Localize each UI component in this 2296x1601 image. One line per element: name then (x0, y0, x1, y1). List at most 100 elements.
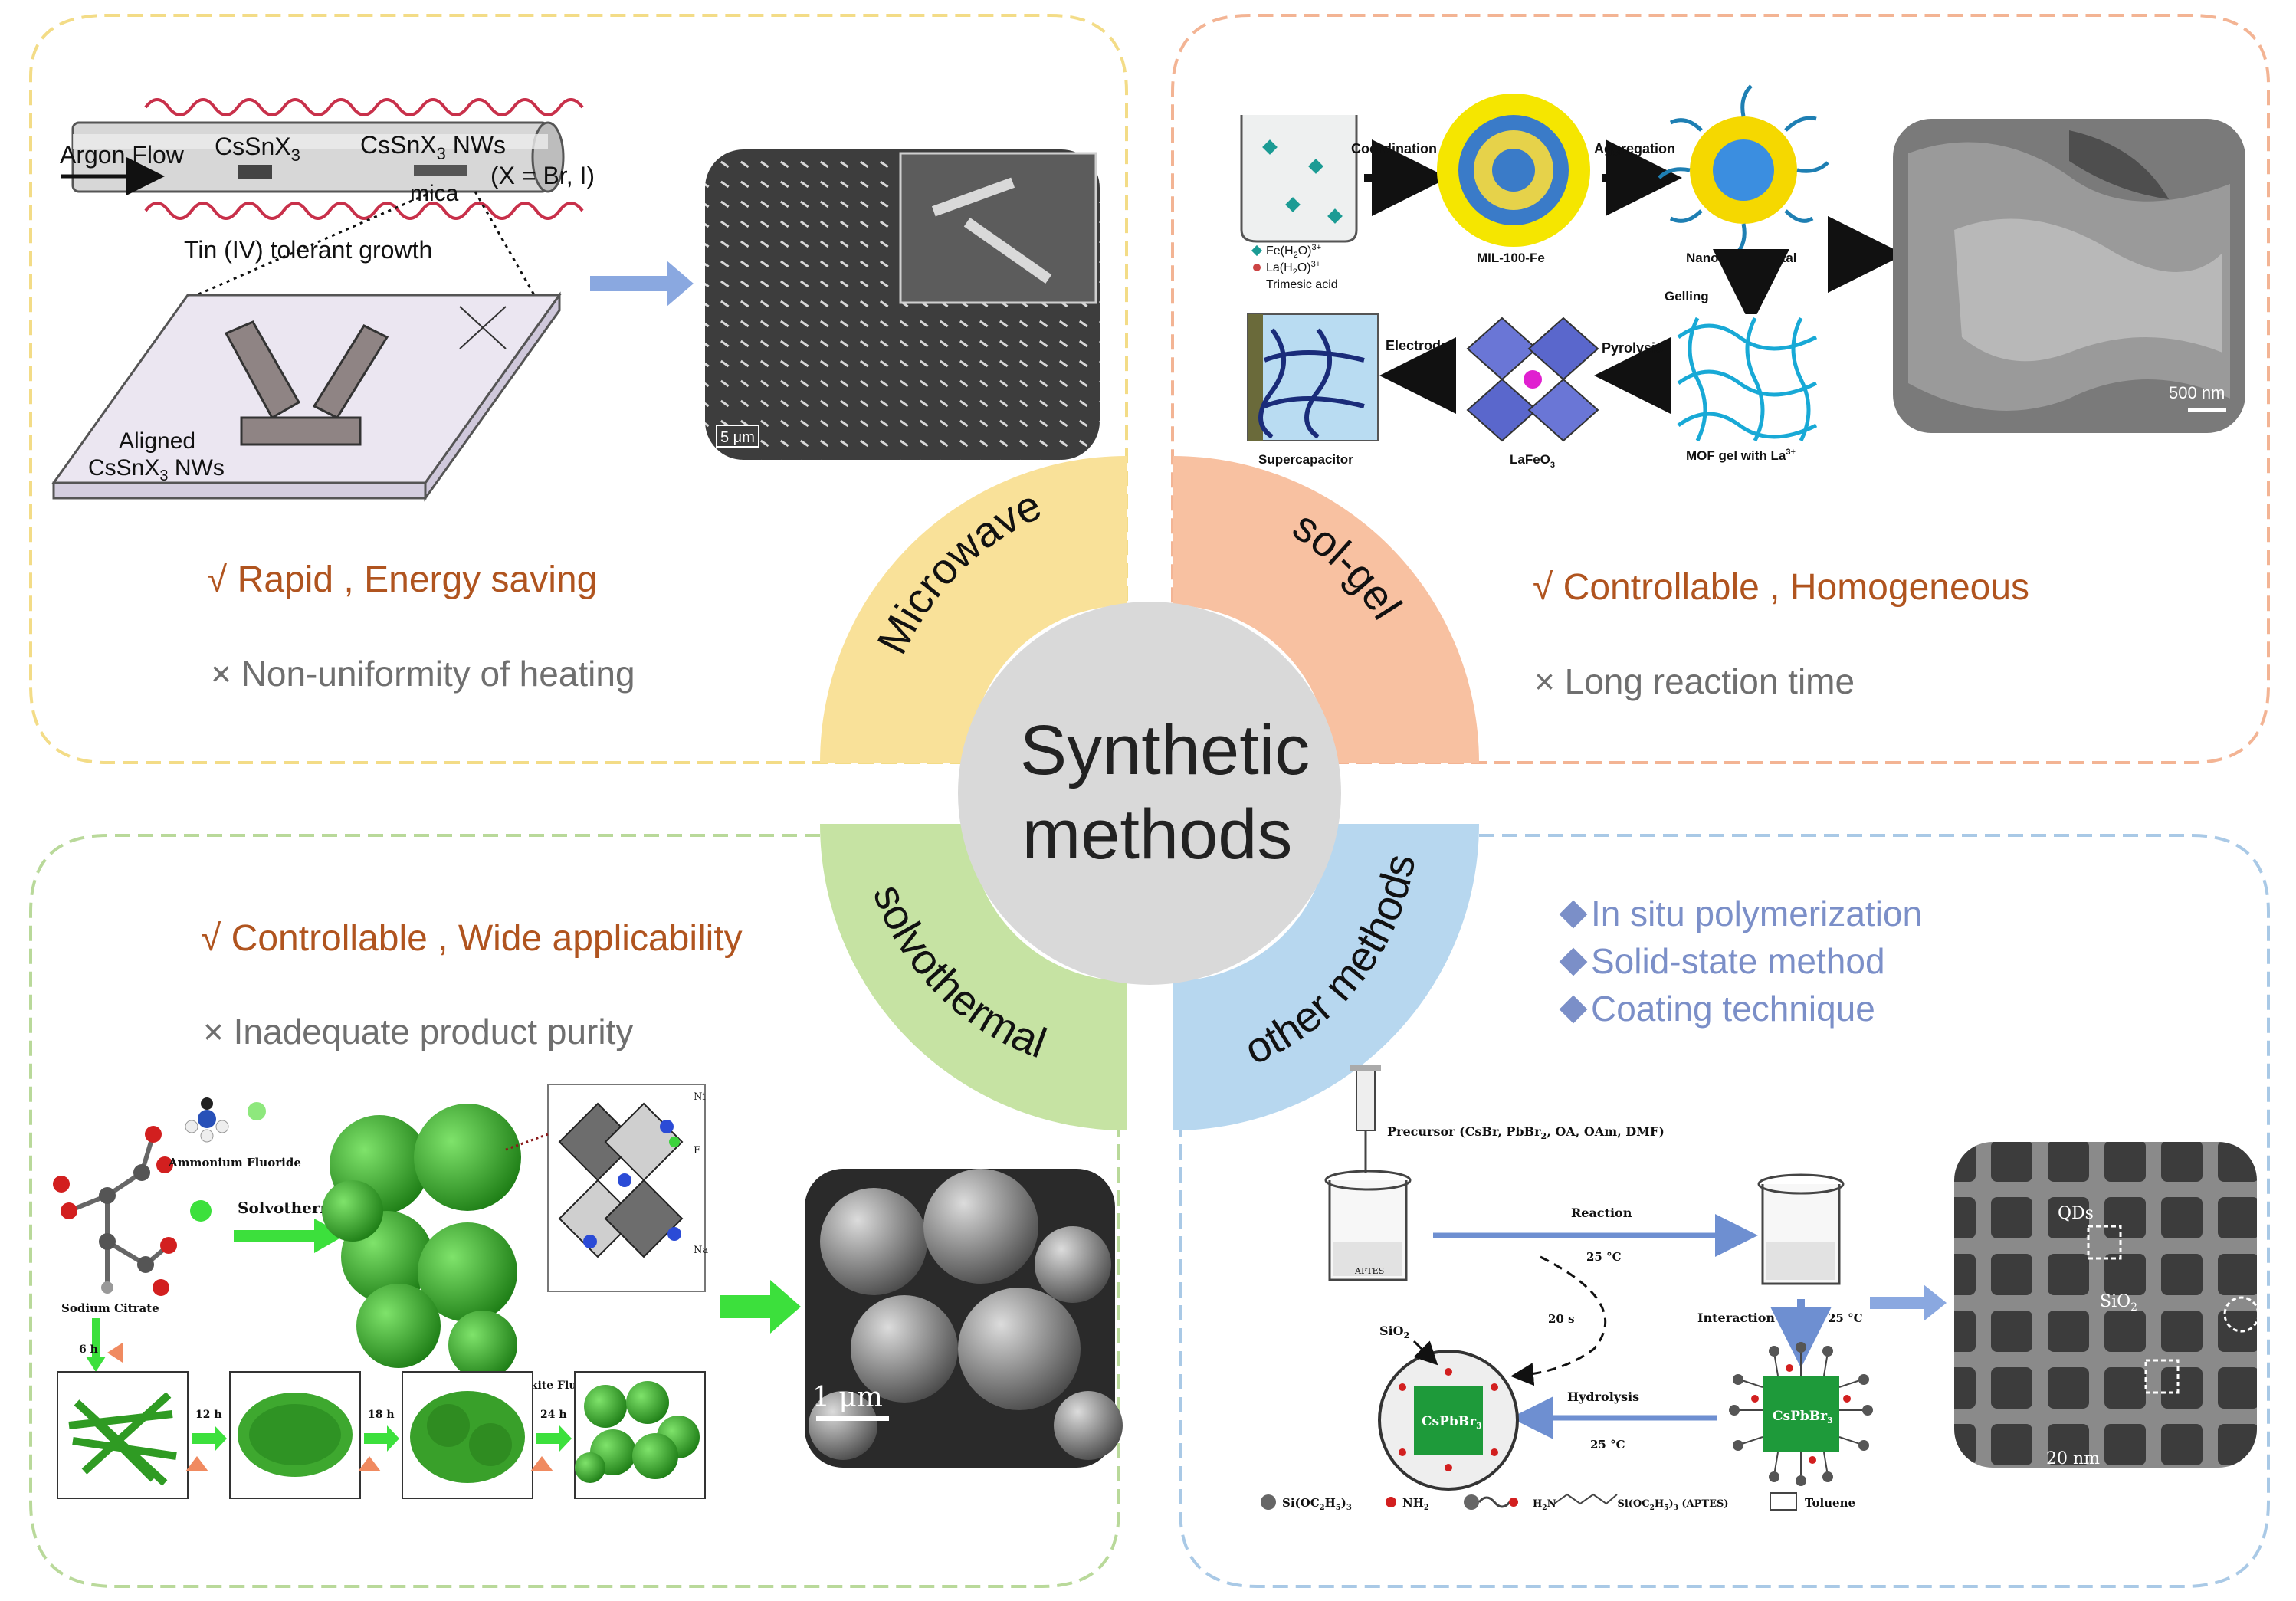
microwave-arrow-to-sem (590, 261, 694, 307)
nano-mof-label: Nano MOF crystal (1686, 251, 1797, 265)
solvothermal-pro-text: √ Controllable , Wide applicability (201, 918, 743, 959)
reaction-temp-label: 25 °C (1586, 1250, 1622, 1264)
microwave-panel-border (29, 14, 1128, 764)
direction-arrows-icon (459, 306, 507, 349)
solvothermal-arrow-to-sem (720, 1280, 801, 1334)
legend-nh2-label: NH2 (1402, 1496, 1429, 1512)
aggregation-label: Aggregation (1594, 141, 1675, 156)
lafeo3-octahedra (1466, 317, 1599, 442)
perovskite-crystal-structure (547, 1084, 706, 1292)
ammonium-fluoride-label: Ammonium Fluoride (168, 1156, 301, 1170)
legend-aptes-icon (1464, 1494, 1518, 1510)
argon-flow-label: Argon Flow (60, 141, 185, 169)
other-methods-schematic: Precursor (CsBr, PbBr2, OA, OAm, DMF) AP… (1261, 1065, 1947, 1512)
center-title-line2: methods (1022, 796, 1293, 874)
supercapacitor-graphic (1247, 313, 1379, 441)
solgel-sem-image: 500 nm (1828, 119, 2245, 433)
microwave-schematic: Argon Flow CsSnX3 CsSnX3 NWs (X = Br, I)… (51, 98, 694, 502)
microwave-wave-top (144, 98, 584, 116)
legend-fe-label: Fe(H2O)3+ (1266, 243, 1321, 260)
microwave-pro-text: √ Rapid , Energy saving (207, 559, 597, 600)
diamond-bullet-icon (1559, 947, 1588, 976)
solgel-con-text: × Long reaction time (1534, 661, 1855, 701)
legend-si-label: Si(OC2H5)3 (1282, 1496, 1352, 1512)
interaction-temp-label: 25 °C (1828, 1311, 1863, 1325)
supercapacitor-label: Supercapacitor (1258, 452, 1353, 467)
tem-sio2-label: SiO2 (2100, 1292, 2137, 1314)
nanowire-prism-2 (312, 324, 389, 419)
microwave-wave-bottom (144, 202, 584, 220)
other-methods-list: In situ polymerization Solid-state metho… (1559, 894, 1922, 1029)
solvothermal-sem-scale: 1 μm (812, 1382, 883, 1413)
pyrolysis-label: Pyrolysis (1602, 340, 1663, 356)
sio2-label: SiO2 (1379, 1324, 1409, 1340)
tin-growth-label: Tin (IV) tolerant growth (184, 236, 432, 264)
center-title-line1: Synthetic (1020, 711, 1310, 789)
aptes-label: APTES (1354, 1266, 1384, 1276)
legend-trimesic-label: Trimesic acid (1266, 278, 1338, 291)
legend-toluene-label: Toluene (1805, 1496, 1855, 1510)
legend-si-icon (1261, 1494, 1276, 1510)
nanif3-sphere-cluster (322, 1104, 521, 1380)
other-panel-border (1179, 834, 2270, 1588)
sodium-citrate-molecule (53, 1126, 177, 1296)
solvothermal-con-text: × Inadequate product purity (203, 1012, 633, 1051)
ni-label: Ni (694, 1091, 706, 1103)
gelling-label: Gelling (1665, 289, 1709, 303)
cspbbr3-ligand-particle: CsPbBr3 (1729, 1342, 1873, 1486)
tem-scale-label: 20 nm (2046, 1449, 2100, 1468)
cspbbr3-label-right: CsPbBr3 (1773, 1409, 1833, 1425)
other-item-3: Coating technique (1591, 989, 1875, 1029)
legend-toluene-icon (1770, 1492, 1797, 1511)
ring-segment-microwave[interactable] (820, 456, 1127, 763)
cssnx3-label: CsSnX3 (215, 133, 300, 165)
aligned-label-2: CsSnX3 NWs (88, 455, 225, 484)
legend-nh2-icon (1386, 1497, 1396, 1507)
ring-segment-solgel[interactable] (1173, 456, 1479, 763)
solgel-schematic: Fe(H2O)3+ La(H2O)3+ Trimesic acid Coordi… (1240, 84, 1904, 470)
cspbbr3-label-left: CsPbBr3 (1422, 1414, 1482, 1431)
mof-gel-label: MOF gel with La3+ (1686, 448, 1796, 463)
solvothermal-panel-border (29, 834, 1120, 1588)
ammonium-fluoride-molecule (185, 1097, 266, 1143)
electrode-label: Electrode (1386, 338, 1448, 353)
cssnx3-nws-label: CsSnX3 NWs (360, 131, 506, 163)
aligned-label-1: Aligned (119, 428, 195, 454)
ring-segment-solvothermal[interactable] (820, 824, 1127, 1130)
microwave-sem-image: 5 μm (705, 149, 1100, 460)
diamond-bullet-icon (1559, 900, 1588, 929)
solvothermal-sem-image: 1 μm (805, 1169, 1123, 1468)
other-item-2: Solid-state method (1591, 941, 1885, 981)
time-12h-label: 12 h (195, 1409, 222, 1421)
x-equals-label: (X = Br, I) (490, 162, 595, 189)
mica-label: mica (410, 181, 459, 206)
coordination-label: Coordination (1351, 141, 1437, 156)
sio2-coated-cspbbr3: CsPbBr3 (1378, 1350, 1519, 1491)
time-18h-label: 18 h (368, 1409, 395, 1421)
other-arrow-to-tem (1870, 1284, 1947, 1321)
lafeo3-label: LaFeO3 (1510, 452, 1555, 470)
precursor-label: Precursor (CsBr, PbBr2, OA, OAm, DMF) (1387, 1124, 1665, 1141)
time-6h-label: 6 h (79, 1343, 98, 1356)
time-24h-label: 24 h (540, 1409, 567, 1421)
microwave-con-text: × Non-uniformity of heating (211, 654, 635, 694)
ring-segment-other[interactable] (1173, 824, 1479, 1130)
solvothermal-schematic: Sodium Citrate Ammonium Fluoride Solvoth… (53, 1084, 801, 1499)
diamond-bullet-icon (1559, 995, 1588, 1024)
hydrolysis-label: Hydrolysis (1567, 1389, 1639, 1404)
solgel-beaker (1240, 115, 1358, 243)
solgel-panel-border (1171, 14, 2270, 764)
interaction-label: Interaction (1697, 1311, 1775, 1325)
solvothermal-arrow (234, 1219, 345, 1253)
mil-100-fe-label: MIL-100-Fe (1477, 251, 1545, 265)
na-label: Na (694, 1245, 708, 1256)
center-circle (958, 602, 1341, 985)
solgel-sem-scale: 500 nm (2169, 383, 2225, 402)
tem-qds-label: QDs (2058, 1204, 2094, 1223)
f-label: F (694, 1145, 700, 1156)
syringe-icon (1350, 1065, 1381, 1173)
legend-la-label: La(H2O)3+ (1266, 260, 1320, 277)
